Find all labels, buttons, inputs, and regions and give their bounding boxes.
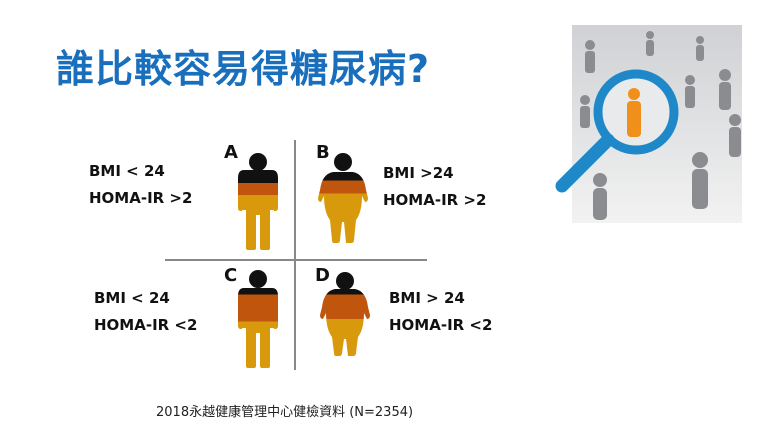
person-b-figure <box>318 153 368 243</box>
data-source-footnote: 2018永越健康管理中心健檢資料 (N=2354) <box>156 405 414 420</box>
homa-label: HOMA-IR <2 <box>94 316 198 334</box>
slide-title: 誰比較容易得糖尿病? <box>56 47 431 91</box>
person-d-figure <box>320 272 370 356</box>
quadrant-c-letter: C <box>224 265 238 286</box>
person-c-figure <box>238 270 278 368</box>
homa-label: HOMA-IR >2 <box>89 189 193 207</box>
quadrant-a-letter: A <box>224 142 238 163</box>
bmi-label: BMI < 24 <box>94 289 170 307</box>
magnifier-crowd-photo <box>555 25 742 223</box>
quadrant-d-letter: D <box>315 265 330 286</box>
bmi-label: BMI < 24 <box>89 162 165 180</box>
quadrant-c-text: BMI < 24 HOMA-IR <2 <box>94 285 197 339</box>
homa-label: HOMA-IR <2 <box>389 316 493 334</box>
homa-label: HOMA-IR >2 <box>383 191 487 209</box>
quadrant-b-text: BMI >24 HOMA-IR >2 <box>383 160 486 214</box>
person-a-figure <box>238 153 278 250</box>
bmi-label: BMI >24 <box>383 164 454 182</box>
quadrant-b-letter: B <box>316 142 330 163</box>
quadrant-a-text: BMI < 24 HOMA-IR >2 <box>89 158 192 212</box>
quadrant-d-text: BMI > 24 HOMA-IR <2 <box>389 285 492 339</box>
bmi-label: BMI > 24 <box>389 289 465 307</box>
